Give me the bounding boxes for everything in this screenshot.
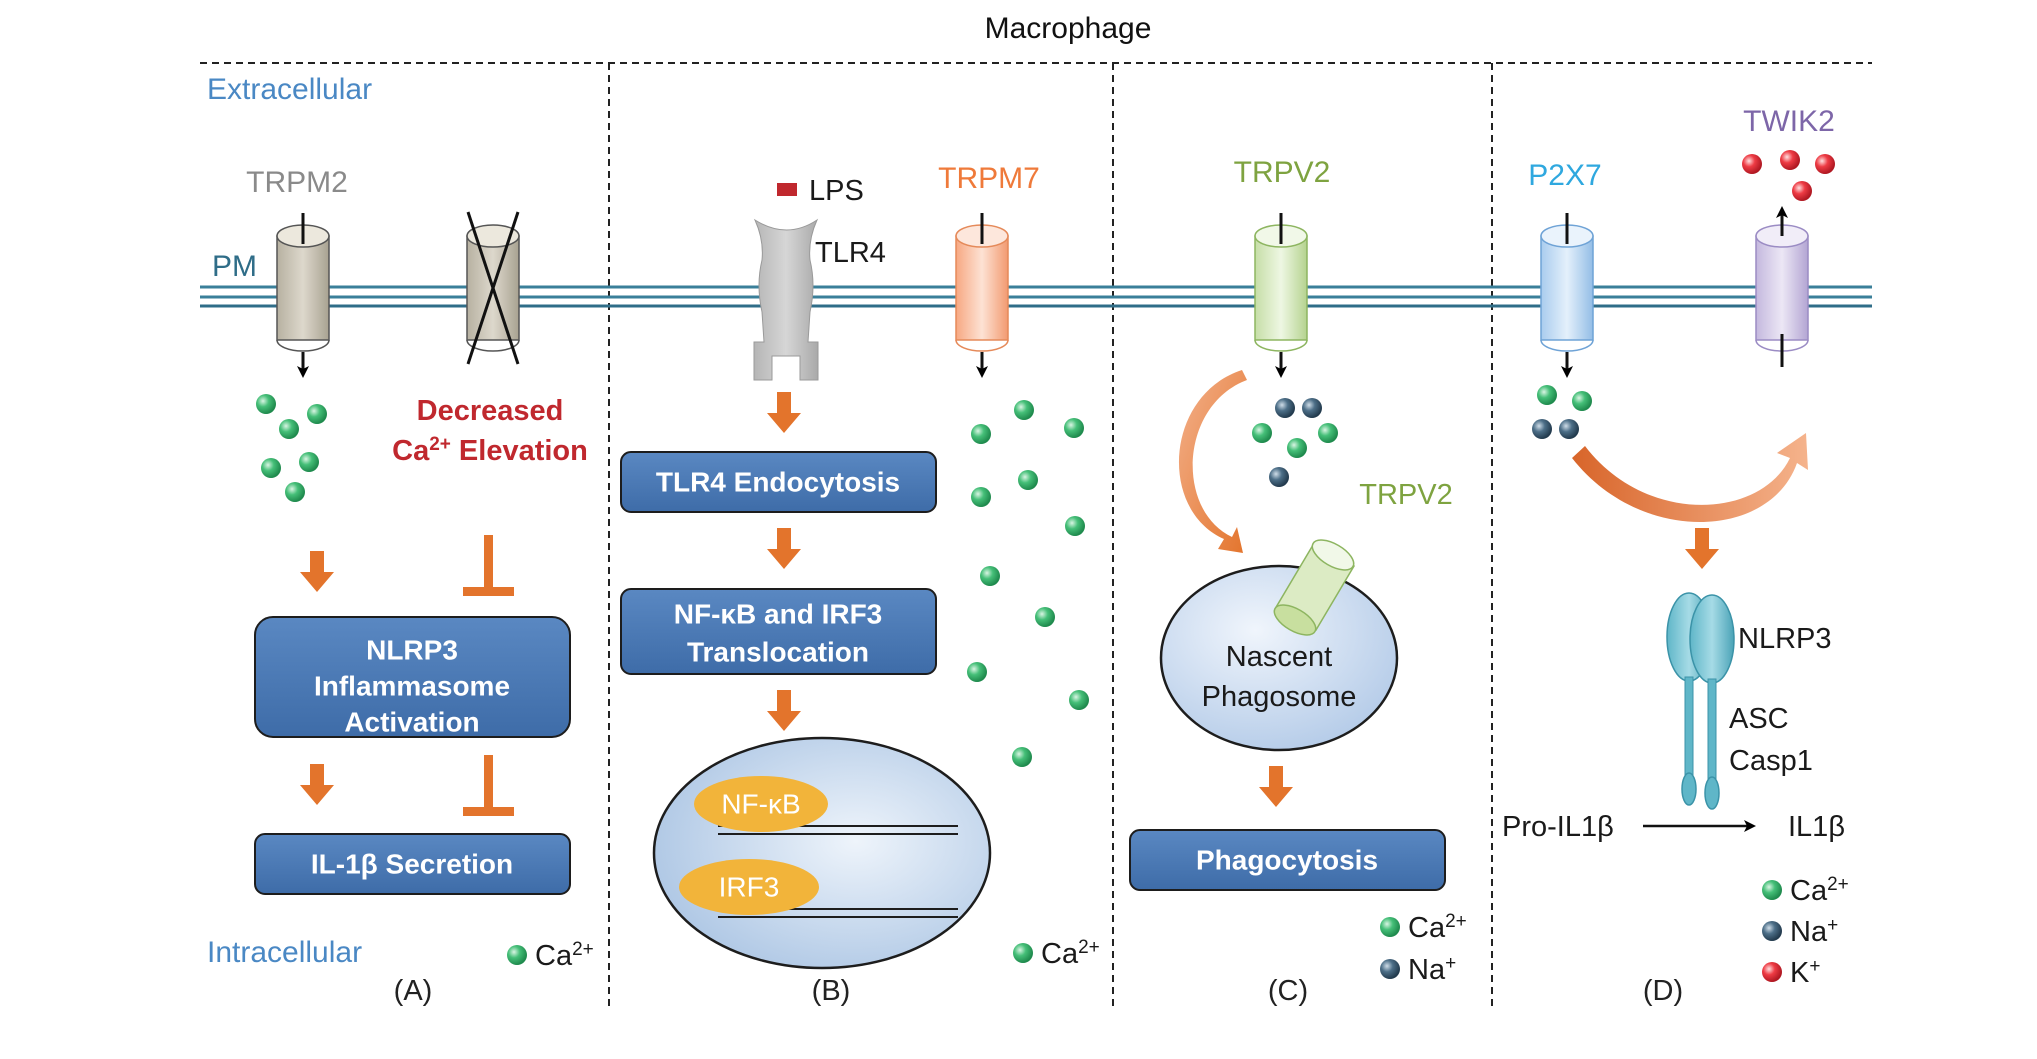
plasma-membrane [200, 285, 1872, 308]
tlr4-label: TLR4 [815, 237, 886, 269]
tlr4-endocytosis-box [620, 451, 937, 513]
intracellular-label: Intracellular [207, 936, 362, 969]
ions-d [1532, 385, 1592, 439]
arrow-b2 [767, 528, 801, 569]
legend-na-icon-d [1762, 921, 1782, 941]
phagosome-trpv2-channel [1273, 539, 1356, 636]
nfkb-tf [694, 776, 828, 832]
panel-d: P2X7 TWIK2 [1502, 105, 1849, 1007]
arrow-c1 [1259, 766, 1293, 807]
legend-ca-icon-d [1762, 880, 1782, 900]
legend-ca-d: Ca2+ [1790, 874, 1849, 907]
legend-ca-b: Ca2+ [1041, 937, 1100, 970]
trpm7-label: TRPM7 [938, 162, 1040, 195]
nfkb-label: NF-κB [721, 789, 800, 820]
translocation-line1: NF-κB and IRF3 [674, 599, 883, 630]
phagosome-line2: Phagosome [1202, 681, 1357, 713]
arrow-d1 [1685, 528, 1719, 569]
diagram-title: Macrophage [985, 12, 1152, 45]
phagocytosis-label: Phagocytosis [1196, 845, 1378, 876]
decreased-label: Decreased [417, 395, 564, 427]
panel-c-label: (C) [1268, 975, 1308, 1007]
casp1-label: Casp1 [1729, 745, 1813, 777]
ca-elevation-label: Ca2+ Elevation [392, 434, 588, 467]
translocation-line2: Translocation [687, 637, 869, 668]
ca-ions-b [967, 400, 1089, 767]
panel-a-label: (A) [394, 975, 433, 1007]
panel-d-label: (D) [1643, 975, 1683, 1007]
p2x7-channel [1540, 213, 1594, 378]
arrow-b1 [767, 392, 801, 433]
nlrp3-box-line2: Inflammasome [314, 671, 510, 702]
p2x7-label: P2X7 [1528, 159, 1601, 192]
irf3-tf [679, 859, 819, 915]
arrow-a1 [300, 551, 334, 592]
inhibit-a2 [463, 755, 514, 816]
panel-c: TRPV2 TRPV2 Nascent Phagosome Phagocytos… [1129, 156, 1467, 1007]
phagosome-line1: Nascent [1226, 641, 1332, 673]
trpm7-channel [955, 213, 1009, 378]
irf3-label: IRF3 [719, 872, 780, 903]
twik2-label: TWIK2 [1743, 105, 1835, 138]
panel-a: TRPM2 Decreased Ca2+ Elevation NLRP [246, 166, 594, 1007]
legend-ca-icon-c [1380, 917, 1400, 937]
il1b-label: IL1β [1788, 811, 1845, 843]
legend-ca-a: Ca2+ [535, 939, 594, 972]
arrow-b3 [767, 690, 801, 731]
curved-arrow-d [1572, 433, 1808, 522]
legend-ca-icon-a [507, 945, 527, 965]
tlr4-endocytosis-label: TLR4 Endocytosis [656, 467, 900, 498]
twik2-channel [1755, 206, 1809, 367]
tlr4-receptor [753, 218, 819, 381]
panel-b: LPS TLR4 TRPM7 TLR4 Endocytosis NF-κB an… [620, 162, 1100, 1007]
nlrp3-label: NLRP3 [1738, 623, 1832, 655]
nlrp3-box-line3: Activation [344, 707, 479, 738]
legend-na-d: Na+ [1790, 915, 1838, 948]
trpm2-blocked-channel [466, 211, 520, 365]
lps-label: LPS [809, 175, 864, 207]
trpv2-label: TRPV2 [1234, 156, 1331, 189]
nucleus [652, 736, 992, 970]
phagocytosis-box [1129, 829, 1446, 891]
legend-ca-icon-b [1013, 943, 1033, 963]
translocation-box [620, 588, 937, 675]
lps-icon [777, 183, 797, 196]
asc-label: ASC [1729, 703, 1789, 735]
phagosome-trpv2-label: TRPV2 [1359, 479, 1452, 511]
k-ions-out [1742, 150, 1835, 201]
legend-k-icon-d [1762, 962, 1782, 982]
trpm2-channel [276, 213, 330, 378]
nlrp3-activation-box [254, 616, 571, 738]
panel-b-label: (B) [812, 975, 851, 1007]
legend-ca-c: Ca2+ [1408, 911, 1467, 944]
trpm2-label: TRPM2 [246, 166, 348, 199]
inflammasome-complex [1666, 592, 1735, 810]
extracellular-label: Extracellular [207, 73, 372, 106]
legend-na-icon-c [1380, 959, 1400, 979]
block-cross-2 [466, 211, 520, 365]
curved-arrow-c [1178, 370, 1247, 553]
pm-label: PM [212, 250, 257, 283]
legend-k-d: K+ [1790, 956, 1820, 989]
nlrp3-box-line1: NLRP3 [366, 635, 458, 666]
arrow-a2 [300, 764, 334, 805]
legend-na-c: Na+ [1408, 953, 1456, 986]
trpv2-channel [1254, 213, 1308, 378]
il1b-secretion-label: IL-1β Secretion [311, 849, 513, 880]
ca-ions-a [256, 394, 327, 502]
pro-il1b-label: Pro-IL1β [1502, 811, 1614, 843]
il1b-secretion-box [254, 833, 571, 895]
nascent-phagosome [1159, 564, 1399, 752]
ions-c [1252, 398, 1338, 487]
inhibit-a1 [463, 535, 514, 596]
